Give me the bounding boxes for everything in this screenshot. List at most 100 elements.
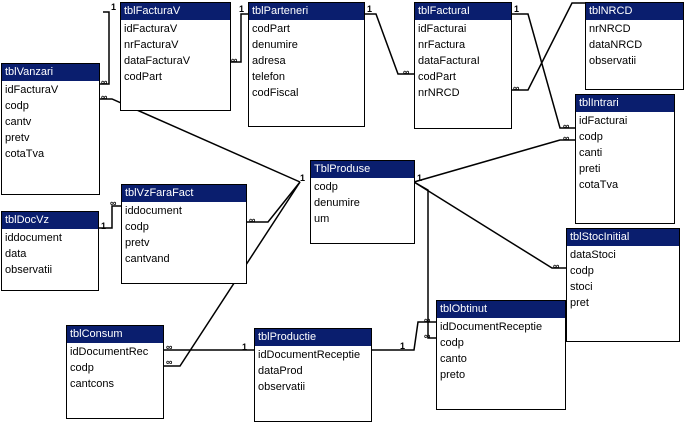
field[interactable]: observatii [5,264,53,276]
field[interactable]: canto [440,353,467,365]
table-tblObtinut[interactable]: tblObtinut idDocumentReceptie codp canto… [436,300,566,410]
cardinality-one: 1 [514,4,520,14]
cardinality-many: ∞ [101,92,108,102]
field[interactable]: idDocumentReceptie [258,349,361,361]
table-tblFacturaI[interactable]: tblFacturaI idFacturai nrFactura dataFac… [414,2,512,129]
field[interactable]: codFiscal [252,87,299,99]
cardinality-many: ∞ [101,77,108,87]
field[interactable]: pretv [5,132,30,144]
table-title[interactable]: tblDocVz [2,212,98,229]
field[interactable]: cantv [5,116,32,128]
table-tblDocVz[interactable]: tblDocVz iddocument data observatii [1,211,99,291]
field[interactable]: idDocumentRec [70,346,149,358]
field[interactable]: canti [579,147,603,159]
cardinality-many: ∞ [403,67,410,77]
field[interactable]: preto [440,369,466,381]
field[interactable]: codp [5,100,29,112]
field[interactable]: idFacturaV [124,23,178,35]
field[interactable]: observatii [258,381,306,393]
field[interactable]: codp [314,181,338,193]
field[interactable]: dataStoci [570,249,616,261]
cardinality-one: 1 [367,4,373,14]
field[interactable]: adresa [252,55,286,67]
cardinality-many: ∞ [166,357,173,367]
field[interactable]: codPart [124,71,162,83]
field[interactable]: iddocument [5,232,62,244]
field[interactable]: codp [570,265,594,277]
field[interactable]: codp [70,362,94,374]
field[interactable]: preti [579,163,601,175]
cardinality-one: 1 [242,342,248,352]
table-tblParteneri[interactable]: tblParteneri codPart denumire adresa tel… [248,2,365,127]
field[interactable]: idFacturai [579,115,628,127]
field[interactable]: codp [125,221,149,233]
field[interactable]: pret [570,297,589,309]
cardinality-many: ∞ [110,198,117,208]
table-title[interactable]: tblProductie [255,329,371,346]
table-title[interactable]: tblObtinut [437,301,565,318]
table-tblConsum[interactable]: tblConsum idDocumentRec codp cantcons [66,325,164,419]
field[interactable]: nrFactura [418,39,466,51]
cardinality-many: ∞ [563,133,570,143]
field[interactable]: dataProd [258,365,303,377]
field[interactable]: nrNRCD [418,87,460,99]
field[interactable]: cotaTva [579,179,619,191]
field[interactable]: cotaTva [5,148,45,160]
table-tblNRCD[interactable]: tblNRCD nrNRCD dataNRCD observatii [585,2,684,90]
table-title[interactable]: tblVzFaraFact [122,185,246,202]
field[interactable]: pretv [125,237,150,249]
table-title[interactable]: tblStocInitial [567,229,679,246]
table-tblStocInitial[interactable]: tblStocInitial dataStoci codp stoci pret [566,228,680,342]
table-title[interactable]: tblNRCD [586,3,683,20]
field[interactable]: cantvand [125,253,170,265]
table-title[interactable]: tblFacturaV [121,3,230,20]
cardinality-one: 1 [400,341,406,351]
table-tblFacturaV[interactable]: tblFacturaV idFacturaV nrFacturaV dataFa… [120,2,231,111]
field[interactable]: um [314,213,330,225]
table-title[interactable]: tblIntrari [576,95,674,112]
cardinality-one: 1 [417,173,423,183]
field[interactable]: nrNRCD [589,23,631,35]
field[interactable]: denumire [252,39,298,51]
field[interactable]: idFacturai [418,23,467,35]
cardinality-many: ∞ [553,261,560,271]
table-tblVzFaraFact[interactable]: tblVzFaraFact iddocument codp pretv cant… [121,184,247,284]
cardinality-one: 1 [239,4,245,14]
cardinality-one: 1 [300,173,306,183]
cardinality-many: ∞ [563,121,570,131]
field[interactable]: cantcons [70,378,115,390]
cardinality-one: 1 [111,2,117,12]
field[interactable]: codPart [418,71,456,83]
cardinality-many: ∞ [166,342,173,352]
cardinality-many: ∞ [424,315,431,325]
table-tblProductie[interactable]: tblProductie idDocumentReceptie dataProd… [254,328,372,422]
field[interactable]: dataFacturaI [418,55,480,67]
table-title[interactable]: tblVanzari [2,64,99,81]
field[interactable]: iddocument [125,205,182,217]
field[interactable]: codp [440,337,464,349]
table-title[interactable]: tblConsum [67,326,163,343]
field[interactable]: nrFacturaV [124,39,179,51]
table-title[interactable]: tblFacturaI [415,3,511,20]
field[interactable]: telefon [252,71,286,83]
cardinality-many: ∞ [231,55,238,65]
table-title[interactable]: TblProduse [311,161,414,178]
field[interactable]: denumire [314,197,360,209]
field[interactable]: codp [579,131,603,143]
field[interactable]: dataNRCD [589,39,643,51]
table-tblVanzari[interactable]: tblVanzari idFacturaV codp cantv pretv c… [1,63,100,195]
field[interactable]: stoci [570,281,593,293]
field[interactable]: idFacturaV [5,84,59,96]
table-title[interactable]: tblParteneri [249,3,364,20]
field[interactable]: observatii [589,55,637,67]
field[interactable]: data [5,248,27,260]
field[interactable]: idDocumentReceptie [440,321,543,333]
field[interactable]: codPart [252,23,290,35]
cardinality-many: ∞ [424,331,431,341]
table-tblIntrari[interactable]: tblIntrari idFacturai codp canti preti c… [575,94,675,224]
field[interactable]: dataFacturaV [124,55,191,67]
cardinality-one: 1 [101,221,107,231]
table-TblProduse[interactable]: TblProduse codp denumire um [310,160,415,244]
cardinality-many: ∞ [513,83,520,93]
